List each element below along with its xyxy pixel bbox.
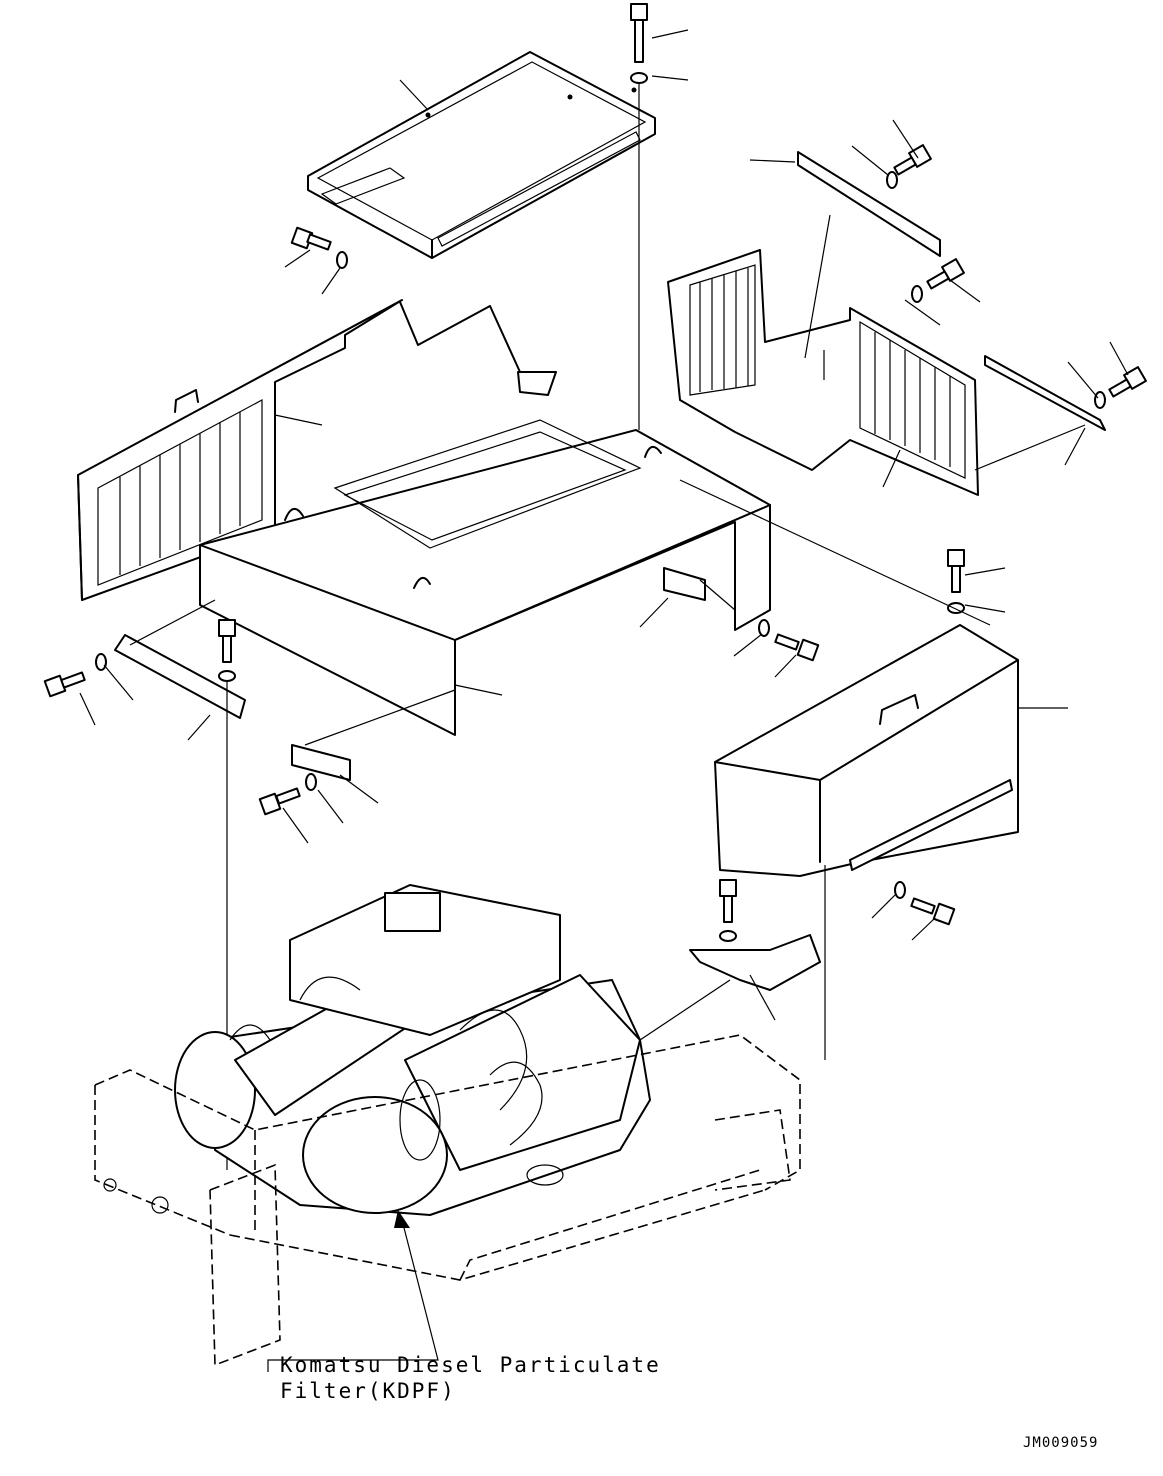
kdpf-callout-leader: [267, 1210, 439, 1372]
machine-frame: [94, 1034, 801, 1367]
kdpf-callout-line1: Komatsu Diesel Particulate: [280, 1353, 661, 1377]
assembly-lines: [129, 84, 1086, 1170]
bolt-set: [43, 3, 1147, 942]
left-lower-bracket: [114, 634, 246, 719]
left-grille-panel: [77, 299, 403, 601]
center-main-enclosure: [199, 301, 771, 781]
right-lower-bracket: [689, 934, 821, 991]
drawing-code: JM009059: [1023, 1435, 1098, 1451]
right-side-box-cover: [714, 624, 1019, 877]
kdpf-callout-line2: Filter(KDPF): [280, 1379, 456, 1403]
right-grille-assembly: [667, 151, 1106, 496]
top-cover-panel: [307, 51, 656, 259]
leader-lines: [79, 29, 1129, 1021]
kdpf-engine-assembly: [174, 884, 651, 1216]
